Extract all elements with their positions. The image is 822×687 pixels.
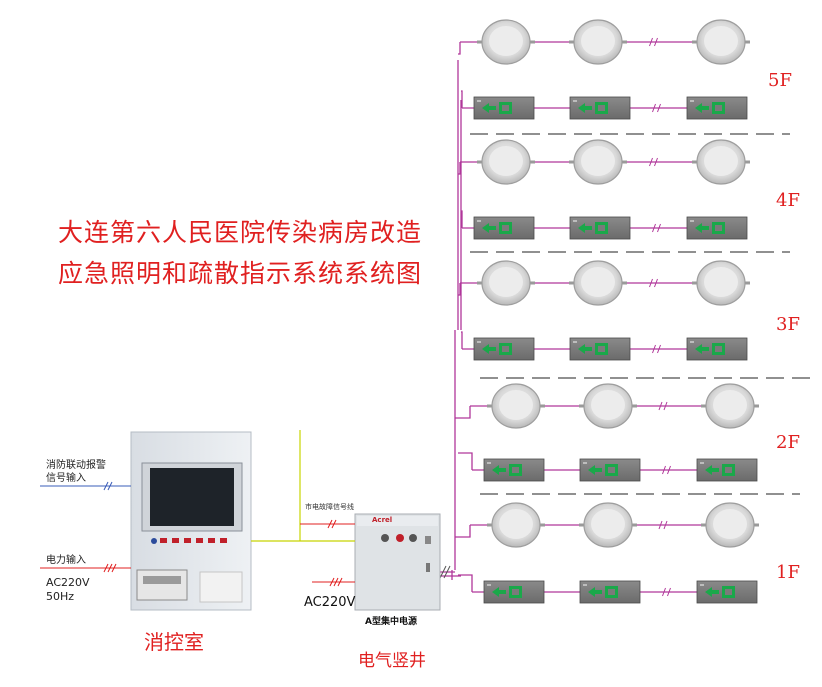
controller-cabinet-icon (130, 431, 252, 611)
exit-sign-icon (569, 337, 631, 361)
exit-sign-icon (473, 96, 535, 120)
exit-sign-icon (473, 216, 535, 240)
floor-rows (455, 19, 760, 604)
emergency-downlight-icon (578, 383, 638, 429)
exit-sign-icon (569, 96, 631, 120)
exit-sign-icon (483, 458, 545, 482)
floor-row-3f (458, 260, 751, 361)
emergency-downlight-icon (578, 502, 638, 548)
exit-sign-icon (579, 580, 641, 604)
floor-label-4f: 4F (776, 190, 800, 211)
emergency-downlight-icon (700, 383, 760, 429)
floor-row-1f (455, 502, 760, 604)
floor-label-2f: 2F (776, 432, 800, 453)
exit-sign-icon (696, 458, 758, 482)
emergency-downlight-icon (568, 19, 628, 65)
floor-label-3f: 3F (776, 314, 800, 335)
power-unit-label: A型集中电源 (365, 617, 417, 627)
exit-sign-icon (686, 96, 748, 120)
emergency-downlight-icon (568, 139, 628, 185)
emergency-downlight-icon (476, 139, 536, 185)
power-supply-icon (354, 513, 441, 611)
riser-trunk (451, 60, 462, 580)
power-input-label: 电力输入 (46, 555, 86, 566)
shaft-label: 电气竖井 (358, 651, 426, 671)
emergency-downlight-icon (691, 139, 751, 185)
input-lines (40, 430, 355, 587)
diagram-title-line2: 应急照明和疏散指示系统系统图 (58, 259, 423, 288)
power-spec-1: AC220V (46, 576, 90, 589)
emergency-downlight-icon (486, 383, 546, 429)
floor-row-5f (458, 19, 751, 120)
emergency-downlight-icon (476, 19, 536, 65)
control-room-label: 消控室 (144, 630, 204, 654)
floor-label-1f: 1F (776, 562, 800, 583)
exit-sign-icon (483, 580, 545, 604)
supply-voltage-label: AC220V (304, 595, 356, 610)
emergency-downlight-icon (691, 19, 751, 65)
exit-sign-icon (686, 216, 748, 240)
emergency-downlight-icon (700, 502, 760, 548)
floor-label-5f: 5F (768, 70, 792, 91)
emergency-downlight-icon (486, 502, 546, 548)
exit-sign-icon (473, 337, 535, 361)
emergency-downlight-icon (476, 260, 536, 306)
exit-sign-icon (686, 337, 748, 361)
exit-sign-icon (696, 580, 758, 604)
diagram-title-line1: 大连第六人民医院传染病房改造 (58, 218, 423, 247)
exit-sign-icon (569, 216, 631, 240)
cable-break-icon (439, 565, 451, 579)
mains-fault-signal-label: 市电故障信号线 (305, 503, 354, 511)
fire-signal-label-2: 信号输入 (46, 473, 86, 484)
floor-row-2f (455, 383, 760, 482)
emergency-downlight-icon (691, 260, 751, 306)
power-spec-2: 50Hz (46, 590, 75, 603)
emergency-downlight-icon (568, 260, 628, 306)
floor-separators (470, 133, 815, 495)
floor-row-4f (458, 139, 751, 240)
power-unit-brand: Acrel (372, 516, 393, 524)
exit-sign-icon (579, 458, 641, 482)
fire-signal-label-1: 消防联动报警 (46, 460, 106, 471)
